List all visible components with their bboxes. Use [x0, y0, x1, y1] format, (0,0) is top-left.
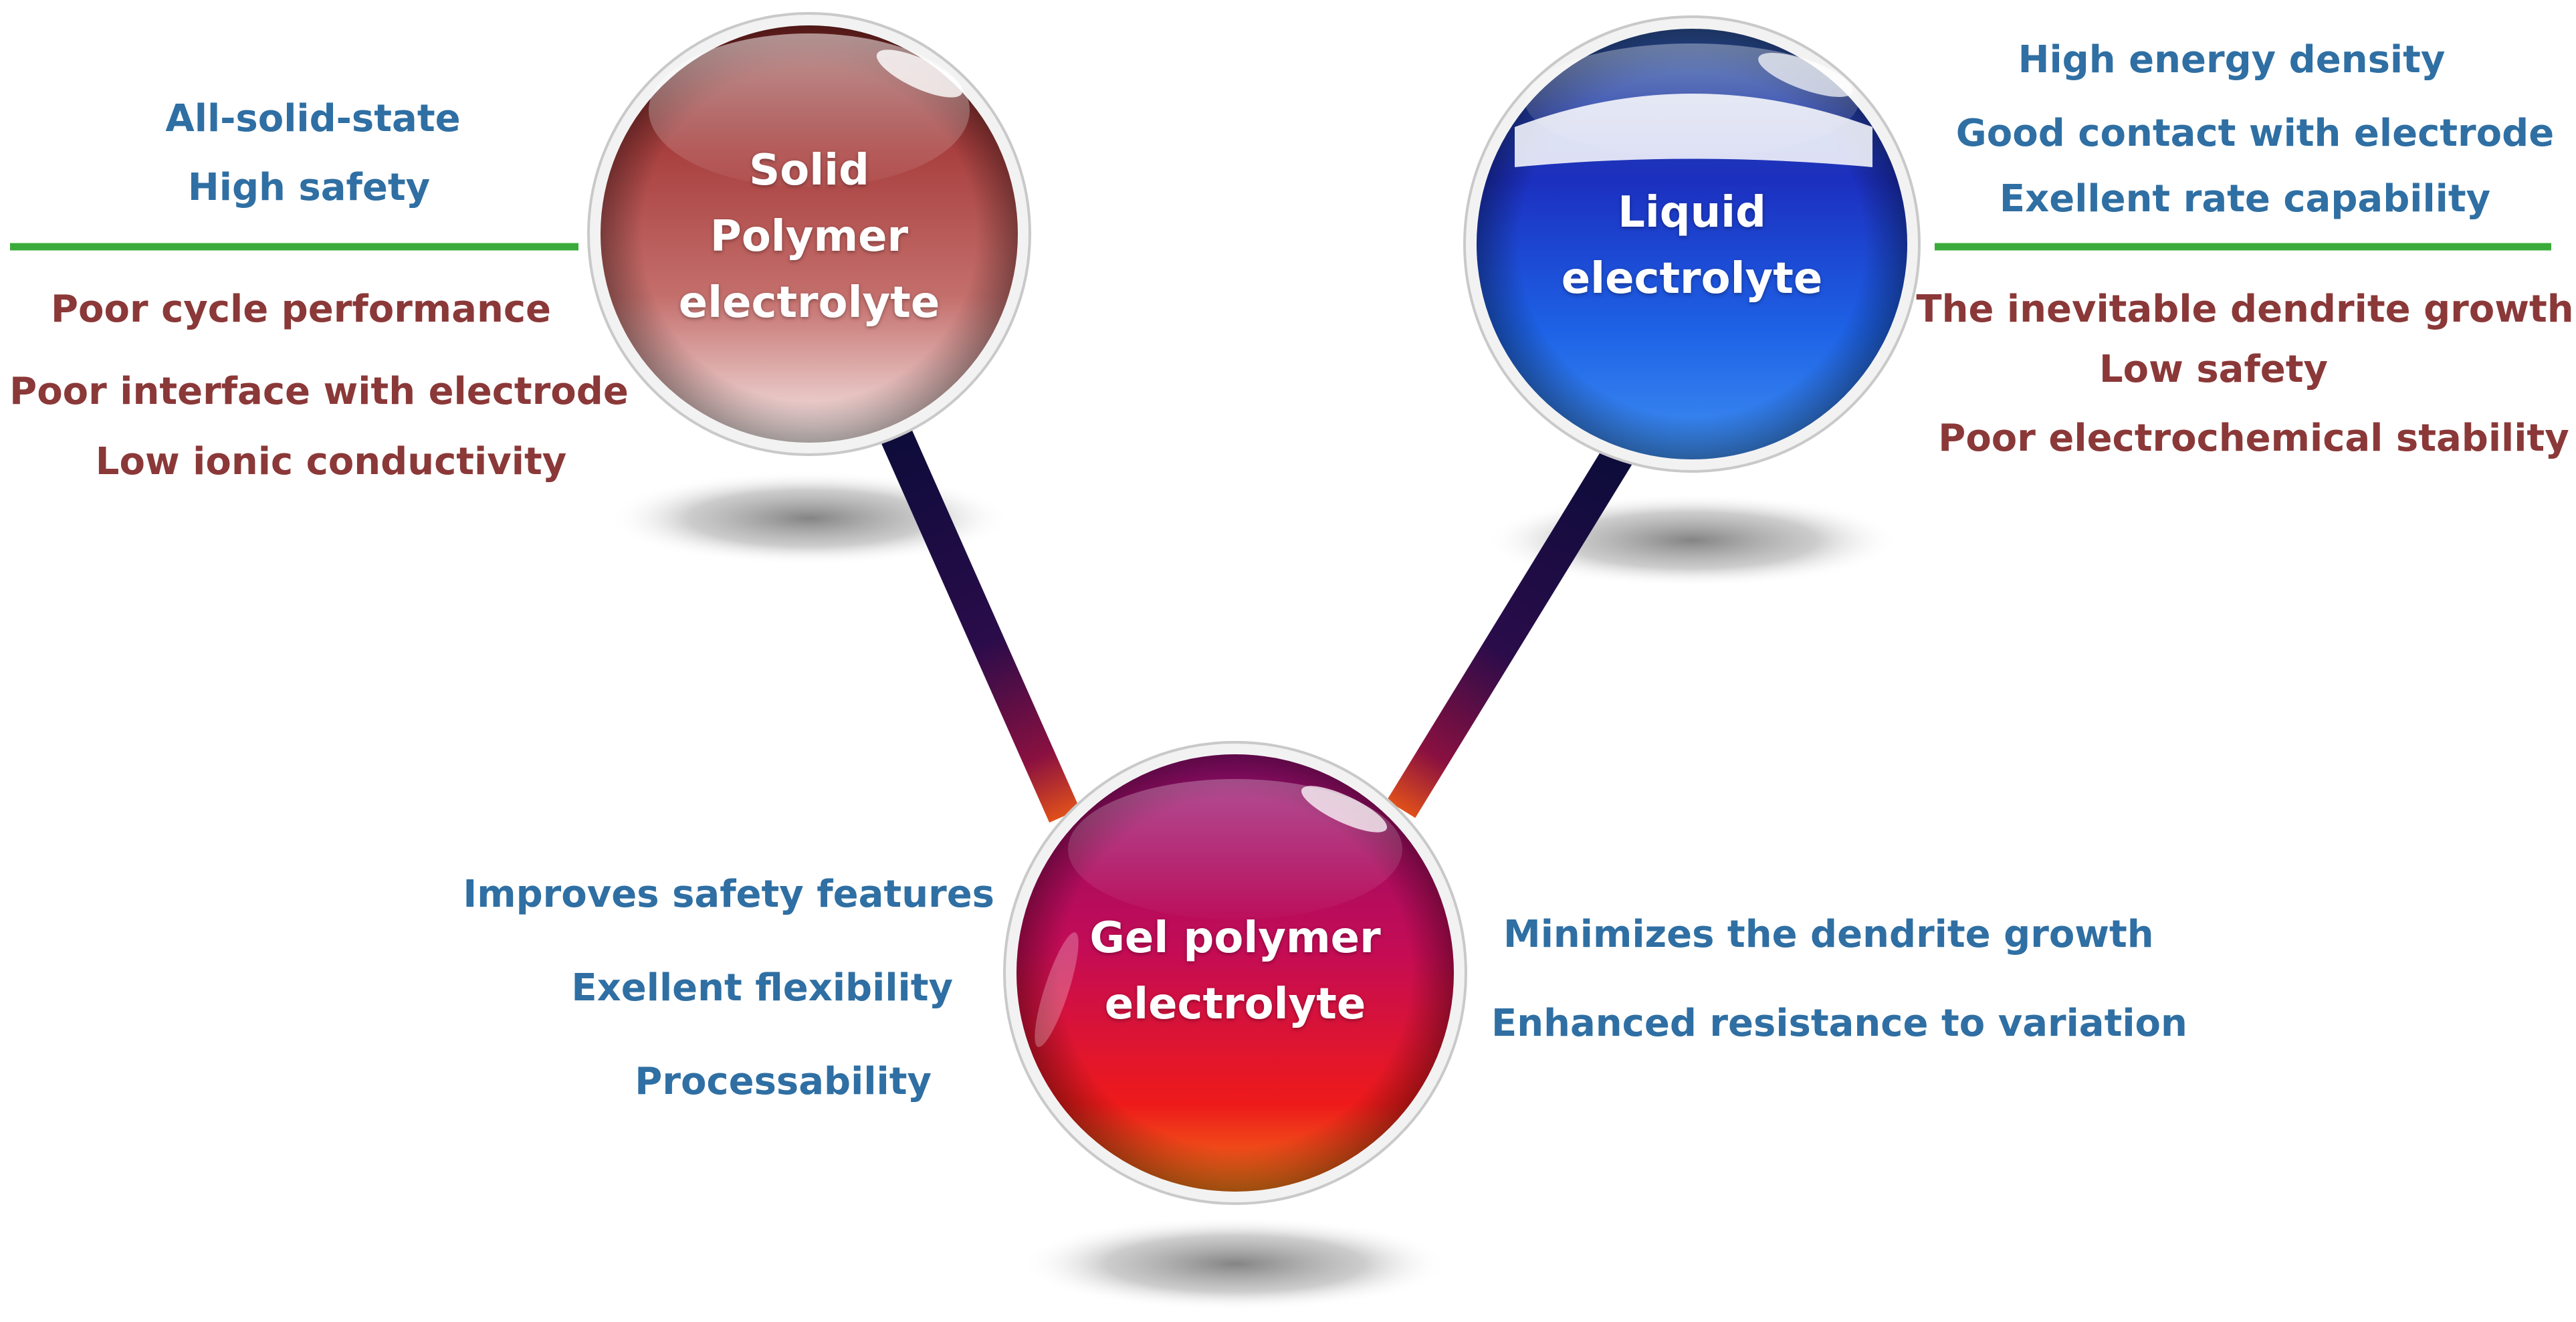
liquid-pro-high-energy-density: High energy density [2018, 38, 2446, 82]
liquid-pro-good-contact: Good contact with electrode [1955, 112, 2555, 155]
solid-pro-high-safety: High safety [187, 166, 431, 209]
liquid-to-gel-connector [1386, 445, 1633, 818]
gel-title-line-1: Gel polymer [1089, 913, 1381, 963]
liquid-con-low-safety: Low safety [2099, 348, 2329, 391]
solid-con-poor-interface: Poor interface with electrode [9, 370, 629, 413]
liquid-pro-rate-capability: Exellent rate capability [1999, 177, 2491, 221]
solid-polymer-title: Solid Polymer electrolyte [679, 138, 940, 337]
liquid-con-electrochemical-stability: Poor electrochemical stability [1938, 417, 2569, 460]
solid-title-line-3: electrolyte [678, 278, 940, 328]
gel-polymer-sphere [1003, 741, 1467, 1205]
solid-polymer-sphere [587, 12, 1031, 456]
liquid-title-line-2: electrolyte [1561, 254, 1823, 304]
gel-pro-minimizes-dendrite: Minimizes the dendrite growth [1503, 913, 2154, 956]
gel-pro-safety-features: Improves safety features [463, 873, 994, 916]
solid-con-low-ionic: Low ionic conductivity [95, 440, 567, 483]
gel-polymer-title: Gel polymer electrolyte [1089, 905, 1380, 1038]
gel-pro-resistance-variation: Enhanced resistance to variation [1491, 1002, 2187, 1045]
gel-title-line-2: electrolyte [1104, 980, 1366, 1029]
liquid-electrolyte-title: Liquid electrolyte [1562, 180, 1822, 312]
gel-pro-processability: Processability [635, 1060, 932, 1103]
solid-con-poor-cycle: Poor cycle performance [51, 288, 551, 331]
liquid-title-line-1: Liquid [1618, 187, 1766, 237]
solid-pro-all-solid-state: All-solid-state [165, 97, 461, 140]
solid-title-line-1: Solid [749, 146, 869, 196]
liquid-con-dendrite-growth: The inevitable dendrite growth [1916, 288, 2574, 331]
solid-title-line-2: Polymer [710, 212, 909, 262]
liquid-electrolyte-sphere [1463, 15, 1921, 473]
gel-pro-flexibility: Exellent flexibility [571, 966, 953, 1010]
solid-to-gel-connector [877, 421, 1080, 823]
gel-sphere-shadow [1021, 1217, 1449, 1311]
